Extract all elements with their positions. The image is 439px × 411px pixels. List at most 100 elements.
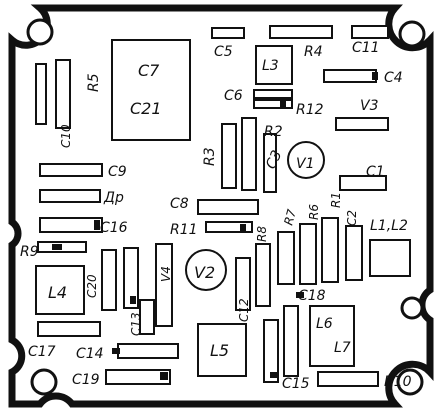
label-r2: R2	[264, 124, 283, 140]
contact-dot	[160, 372, 168, 380]
capacitor-c20	[101, 249, 117, 311]
transistor-v1	[287, 141, 325, 179]
mount-hole-top-left	[26, 18, 54, 46]
label-v1: V1	[296, 156, 314, 172]
contact-dot	[94, 220, 100, 230]
label-c3: C3	[263, 148, 285, 172]
contact-dot	[112, 348, 120, 354]
resistor-r12	[253, 99, 293, 109]
resistor-r2	[241, 117, 257, 191]
label-r1: R1	[329, 192, 343, 208]
capacitor-c12	[235, 257, 251, 311]
contact-dot	[296, 292, 304, 298]
label-c11: C11	[352, 40, 380, 56]
capacitor-c15	[263, 319, 279, 383]
transistor-v4-body	[123, 247, 139, 309]
label-c1: C1	[366, 164, 385, 180]
inductor-l6-l7	[309, 305, 355, 367]
contact-dot	[372, 72, 378, 80]
capacitor-c14	[117, 343, 179, 359]
capacitor-c17	[37, 321, 101, 337]
label-l7: L7	[334, 340, 351, 356]
contact-dot	[240, 224, 246, 232]
capacitor-c13	[139, 299, 155, 335]
inductor-l4	[35, 265, 85, 315]
transistor-v4	[155, 243, 173, 327]
label-c16: C16	[100, 220, 128, 236]
mount-hole-bottom-left	[30, 368, 58, 396]
label-c17: C17	[28, 344, 56, 360]
label-l4: L4	[48, 283, 67, 302]
label-r8: R8	[255, 226, 269, 242]
choke-dr	[39, 189, 101, 203]
contact-dot	[280, 100, 286, 108]
capacitor-c18	[283, 305, 299, 377]
label-v2: V2	[194, 263, 215, 282]
label-c18: C18	[298, 288, 326, 304]
label-r7: R7	[281, 207, 299, 226]
label-dr: Др	[103, 190, 124, 206]
label-r11: R11	[170, 222, 198, 238]
label-l1l2: L1,L2	[370, 218, 408, 234]
mount-hole-bottom-right	[396, 368, 424, 396]
capacitor-c4	[323, 69, 377, 83]
capacitor-c8	[197, 199, 259, 215]
resistor-r8	[255, 243, 271, 307]
transistor-v3	[335, 117, 389, 131]
label-l6: L6	[316, 316, 333, 332]
label-c20: C20	[85, 274, 99, 298]
capacitor-c16	[39, 217, 103, 233]
label-c7: C7	[138, 61, 160, 80]
contact-dot	[52, 244, 62, 250]
label-c15: C15	[282, 376, 310, 392]
label-c8: C8	[170, 196, 189, 212]
resistor-r7	[277, 231, 295, 285]
capacitor-c3	[263, 133, 277, 193]
label-c4: C4	[384, 70, 403, 86]
label-c13: C13	[129, 312, 143, 336]
resistor-r6	[299, 223, 317, 285]
label-r4: R4	[304, 44, 323, 60]
label-r12: R12	[296, 102, 324, 118]
resistor-r4	[269, 25, 333, 39]
resistor-r3	[221, 123, 237, 189]
label-r6: R6	[307, 204, 321, 220]
label-v3: V3	[360, 98, 378, 114]
label-l3: L3	[262, 58, 279, 74]
resistor-r10	[317, 371, 379, 387]
label-r3: R3	[202, 147, 218, 166]
capacitor-c2	[345, 225, 363, 281]
label-l5: L5	[210, 341, 229, 360]
mount-hole-top-right	[398, 20, 426, 48]
label-v4: V4	[159, 266, 173, 282]
inductor-l5	[197, 323, 247, 377]
transistor-v2	[185, 249, 227, 291]
label-r5: R5	[86, 73, 102, 92]
inductor-l1-l2	[369, 239, 411, 277]
label-c2: C2	[345, 210, 359, 226]
capacitor-c5	[211, 27, 245, 39]
capacitor-c6	[253, 89, 293, 99]
label-c6: C6	[224, 88, 243, 104]
capacitor-c9	[39, 163, 103, 177]
label-c19: C19	[72, 372, 100, 388]
label-c9: C9	[108, 164, 127, 180]
mount-hole-right	[400, 296, 424, 320]
capacitor-c19	[105, 369, 171, 385]
label-c12: C12	[237, 298, 251, 322]
label-c10: C10	[59, 124, 73, 148]
inductor-l3	[255, 45, 293, 85]
capacitor-c11	[351, 25, 389, 39]
resistor-left-vertical	[35, 63, 47, 125]
resistor-r1	[321, 217, 339, 283]
label-r9: R9	[20, 244, 39, 260]
resistor-r5	[55, 59, 71, 129]
capacitor-c7-c21	[111, 39, 191, 141]
contact-dot	[130, 296, 136, 304]
label-r10: R10	[384, 374, 412, 390]
label-c5: C5	[214, 44, 233, 60]
resistor-r11	[205, 221, 253, 233]
label-c14: C14	[76, 346, 104, 362]
label-c21: C21	[130, 99, 162, 118]
